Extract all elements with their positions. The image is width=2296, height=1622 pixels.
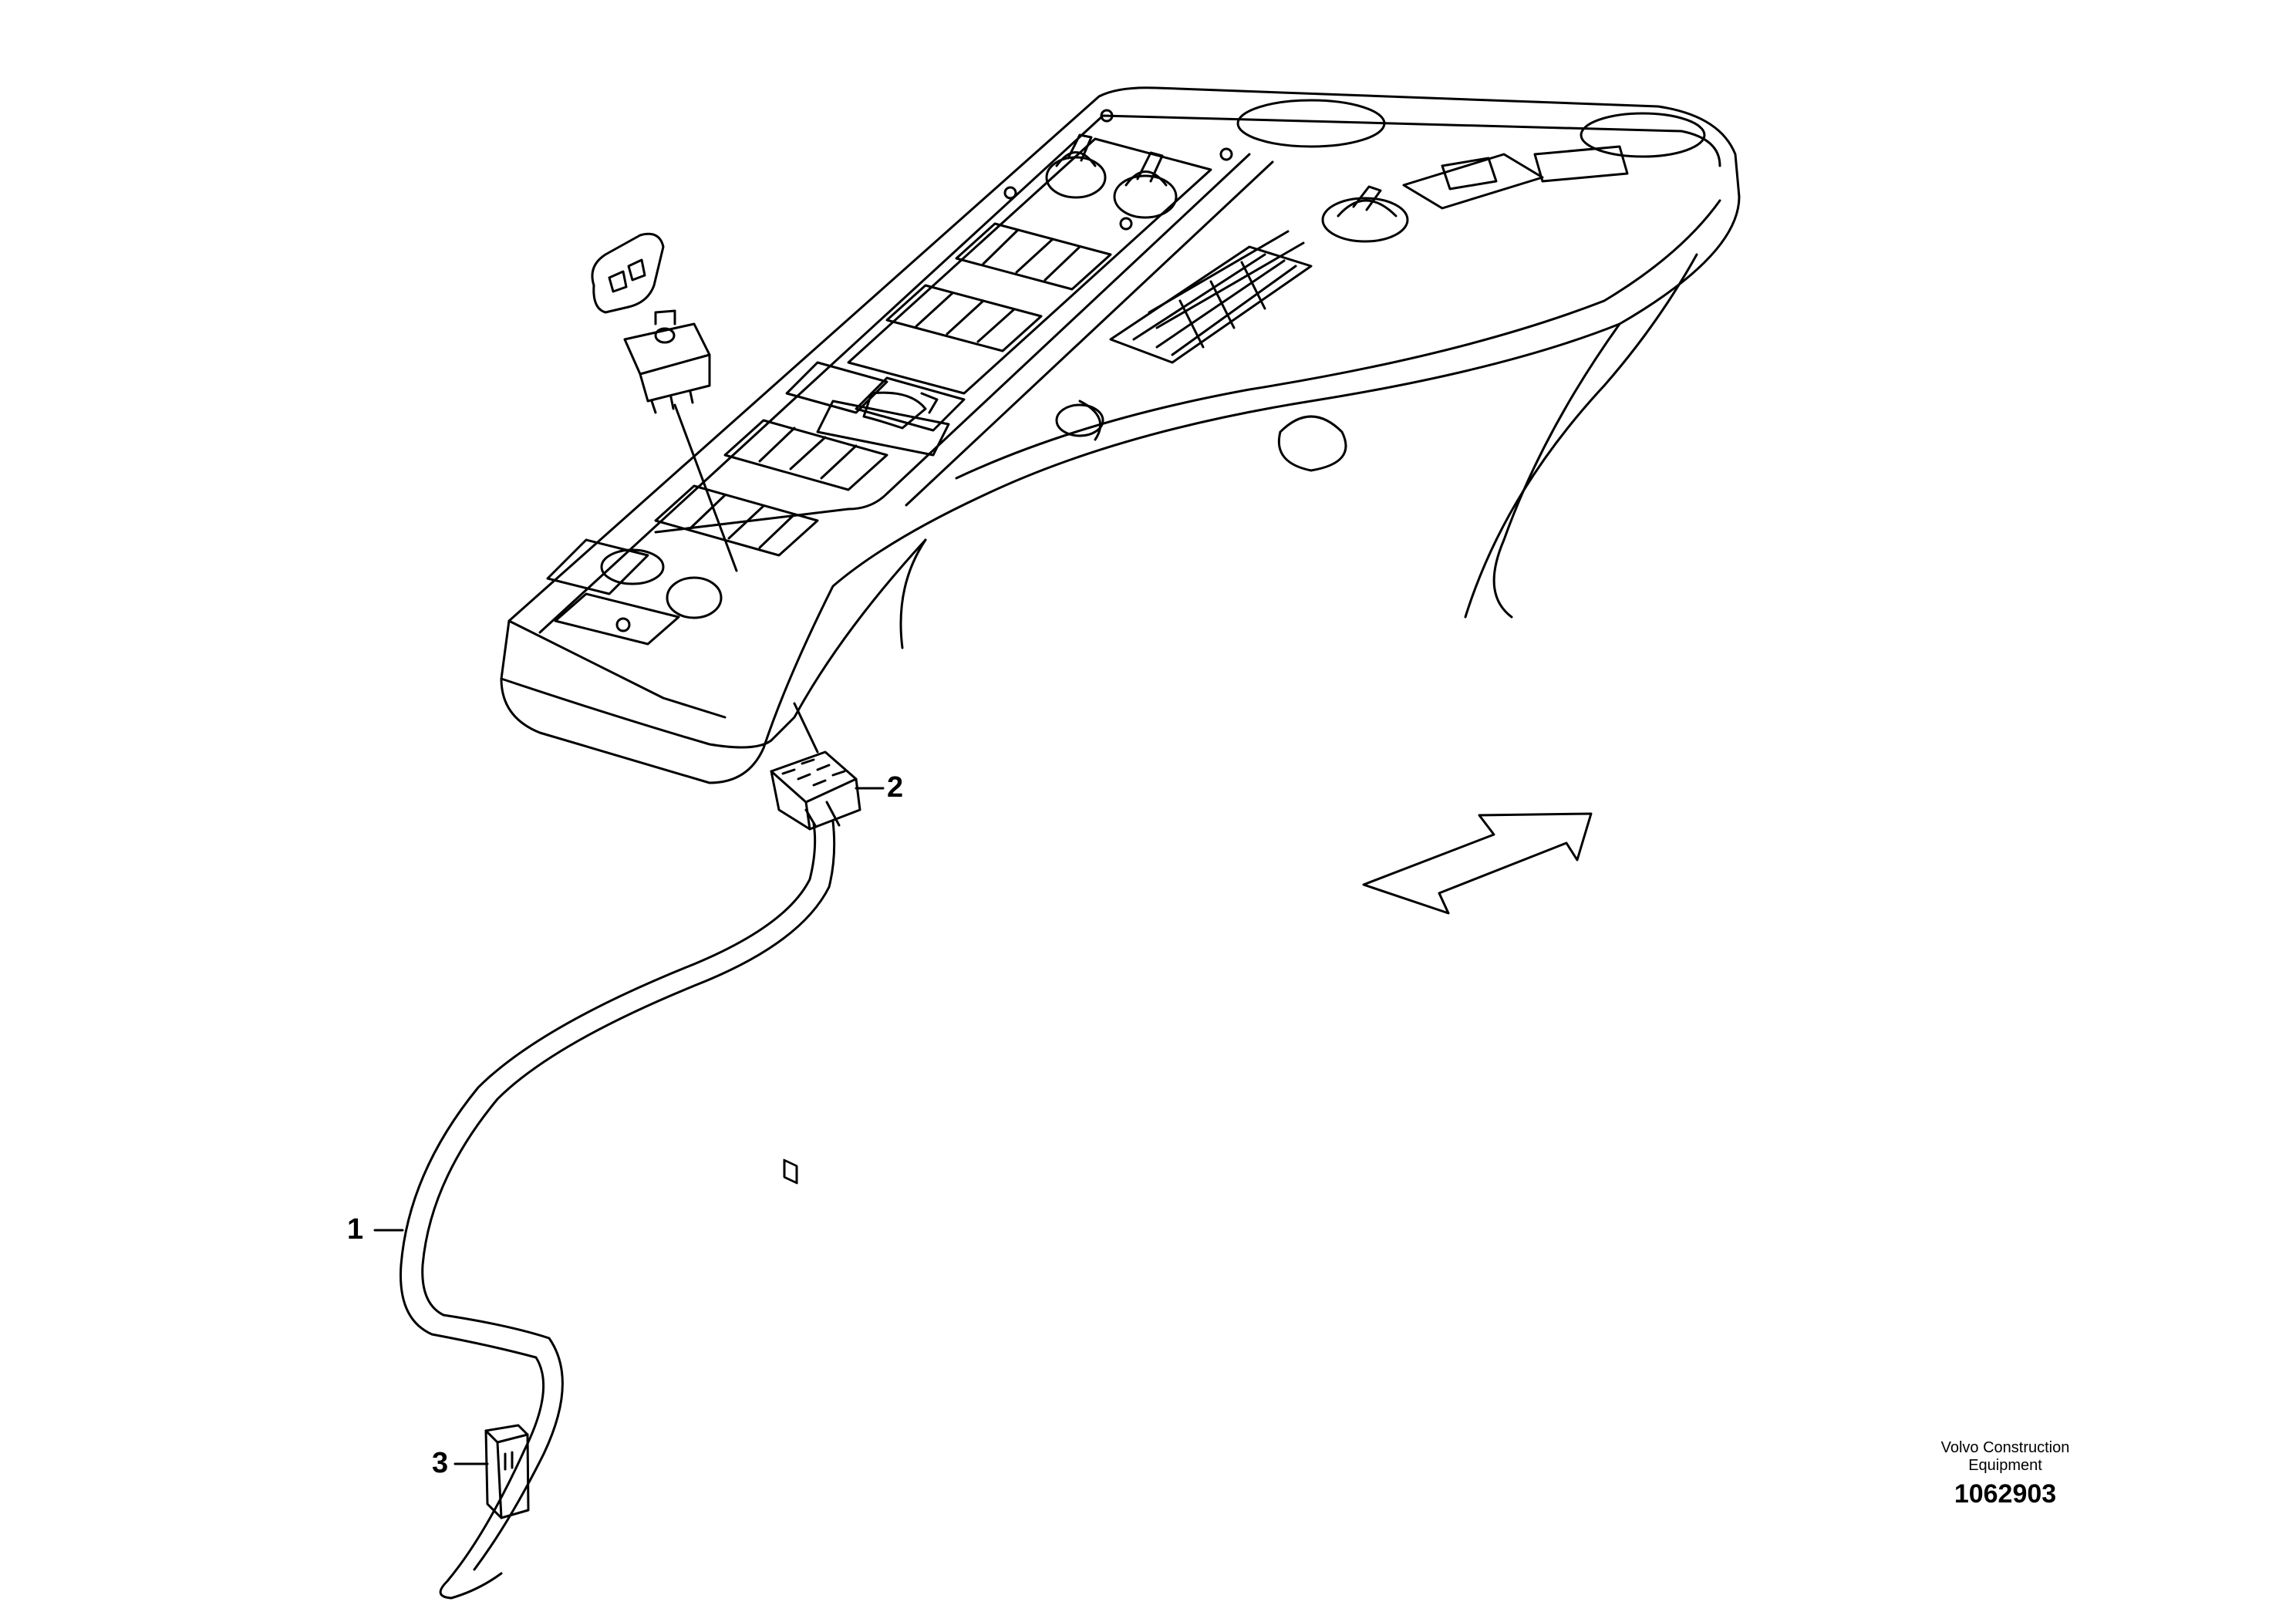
connector-3 xyxy=(484,1424,530,1519)
drawing-credit: Volvo Construction Equipment 1062903 xyxy=(1897,1439,2113,1509)
connector-2 xyxy=(770,750,861,1185)
cable-harness-1 xyxy=(400,801,841,1600)
callout-label-2: 2 xyxy=(887,771,904,804)
keypad-panel xyxy=(1055,145,1629,472)
callout-label-1: 1 xyxy=(347,1213,364,1246)
switch-panel xyxy=(546,109,1233,646)
company-name-line2: Equipment xyxy=(1968,1457,2042,1474)
company-name-line1: Volvo Construction xyxy=(1940,1439,2070,1456)
callout-label-3: 3 xyxy=(432,1447,449,1479)
direction-arrow-icon xyxy=(1362,812,1593,915)
rocker-switch-exploded xyxy=(591,232,738,572)
control-console xyxy=(500,86,1741,784)
drawing-number: 1062903 xyxy=(1954,1479,2057,1509)
